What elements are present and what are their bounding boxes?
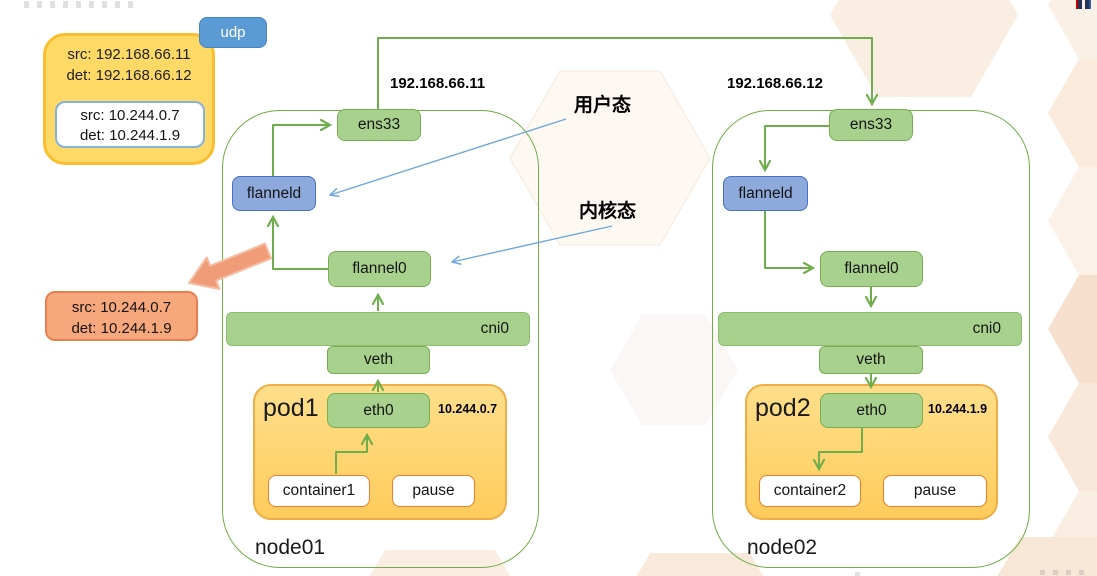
node02-flanneld: flanneld xyxy=(723,176,808,211)
pod2-ip: 10.244.1.9 xyxy=(928,402,988,416)
user-mode-label: 用户态 xyxy=(574,95,632,116)
logo-fragment xyxy=(1076,0,1091,9)
outer-packet-text: src: 192.168.66.11 det: 192.168.66.12 xyxy=(46,44,212,86)
pod2-eth0: eth0 xyxy=(820,393,923,428)
node02-cni0: cni0 xyxy=(718,312,1022,346)
outer-src: src: 192.168.66.11 xyxy=(67,46,191,63)
inner-packet-card: src: 10.244.0.7 det: 10.244.1.9 xyxy=(55,101,205,148)
node01-flanneld: flanneld xyxy=(232,176,316,211)
node01-veth: veth xyxy=(327,346,430,374)
node01-cni0: cni0 xyxy=(226,312,530,346)
watermark-fragment-top xyxy=(24,1,136,8)
pod1-ip: 10.244.0.7 xyxy=(438,402,498,416)
node01-name: node01 xyxy=(255,536,326,559)
node01-flannel0: flannel0 xyxy=(328,251,431,287)
inner-src: src: 10.244.0.7 xyxy=(80,107,180,124)
pod2-container2: container2 xyxy=(759,475,861,507)
pod2-name: pod2 xyxy=(755,394,811,422)
encapsulated-packet-card: src: 192.168.66.11 det: 192.168.66.12 sr… xyxy=(43,33,215,165)
outer-det: det: 192.168.66.12 xyxy=(66,67,192,84)
node01-ens33: ens33 xyxy=(337,109,421,141)
decap-src: src: 10.244.0.7 xyxy=(71,299,172,316)
inner-det: det: 10.244.1.9 xyxy=(79,127,181,144)
pod1-pause: pause xyxy=(392,475,475,507)
node02-ens33: ens33 xyxy=(829,109,913,141)
udp-tag: udp xyxy=(199,17,267,48)
node02-ip-label: 192.168.66.12 xyxy=(727,75,823,92)
watermark-fragment-bottom-1 xyxy=(855,572,865,576)
decap-det: det: 10.244.1.9 xyxy=(71,320,172,337)
kernel-mode-label: 内核态 xyxy=(579,201,637,222)
node02-name: node02 xyxy=(747,536,818,559)
node02-flannel0: flannel0 xyxy=(820,251,923,287)
decapsulated-packet-card: src: 10.244.0.7 det: 10.244.1.9 xyxy=(45,291,198,341)
pod2-pause: pause xyxy=(883,475,987,507)
pod1-name: pod1 xyxy=(263,394,319,422)
pod1-eth0: eth0 xyxy=(327,393,430,428)
node01-ip-label: 192.168.66.11 xyxy=(390,75,486,92)
node02-veth: veth xyxy=(819,346,923,374)
watermark-fragment-bottom-2 xyxy=(1040,570,1092,575)
pod1-container1: container1 xyxy=(268,475,370,507)
